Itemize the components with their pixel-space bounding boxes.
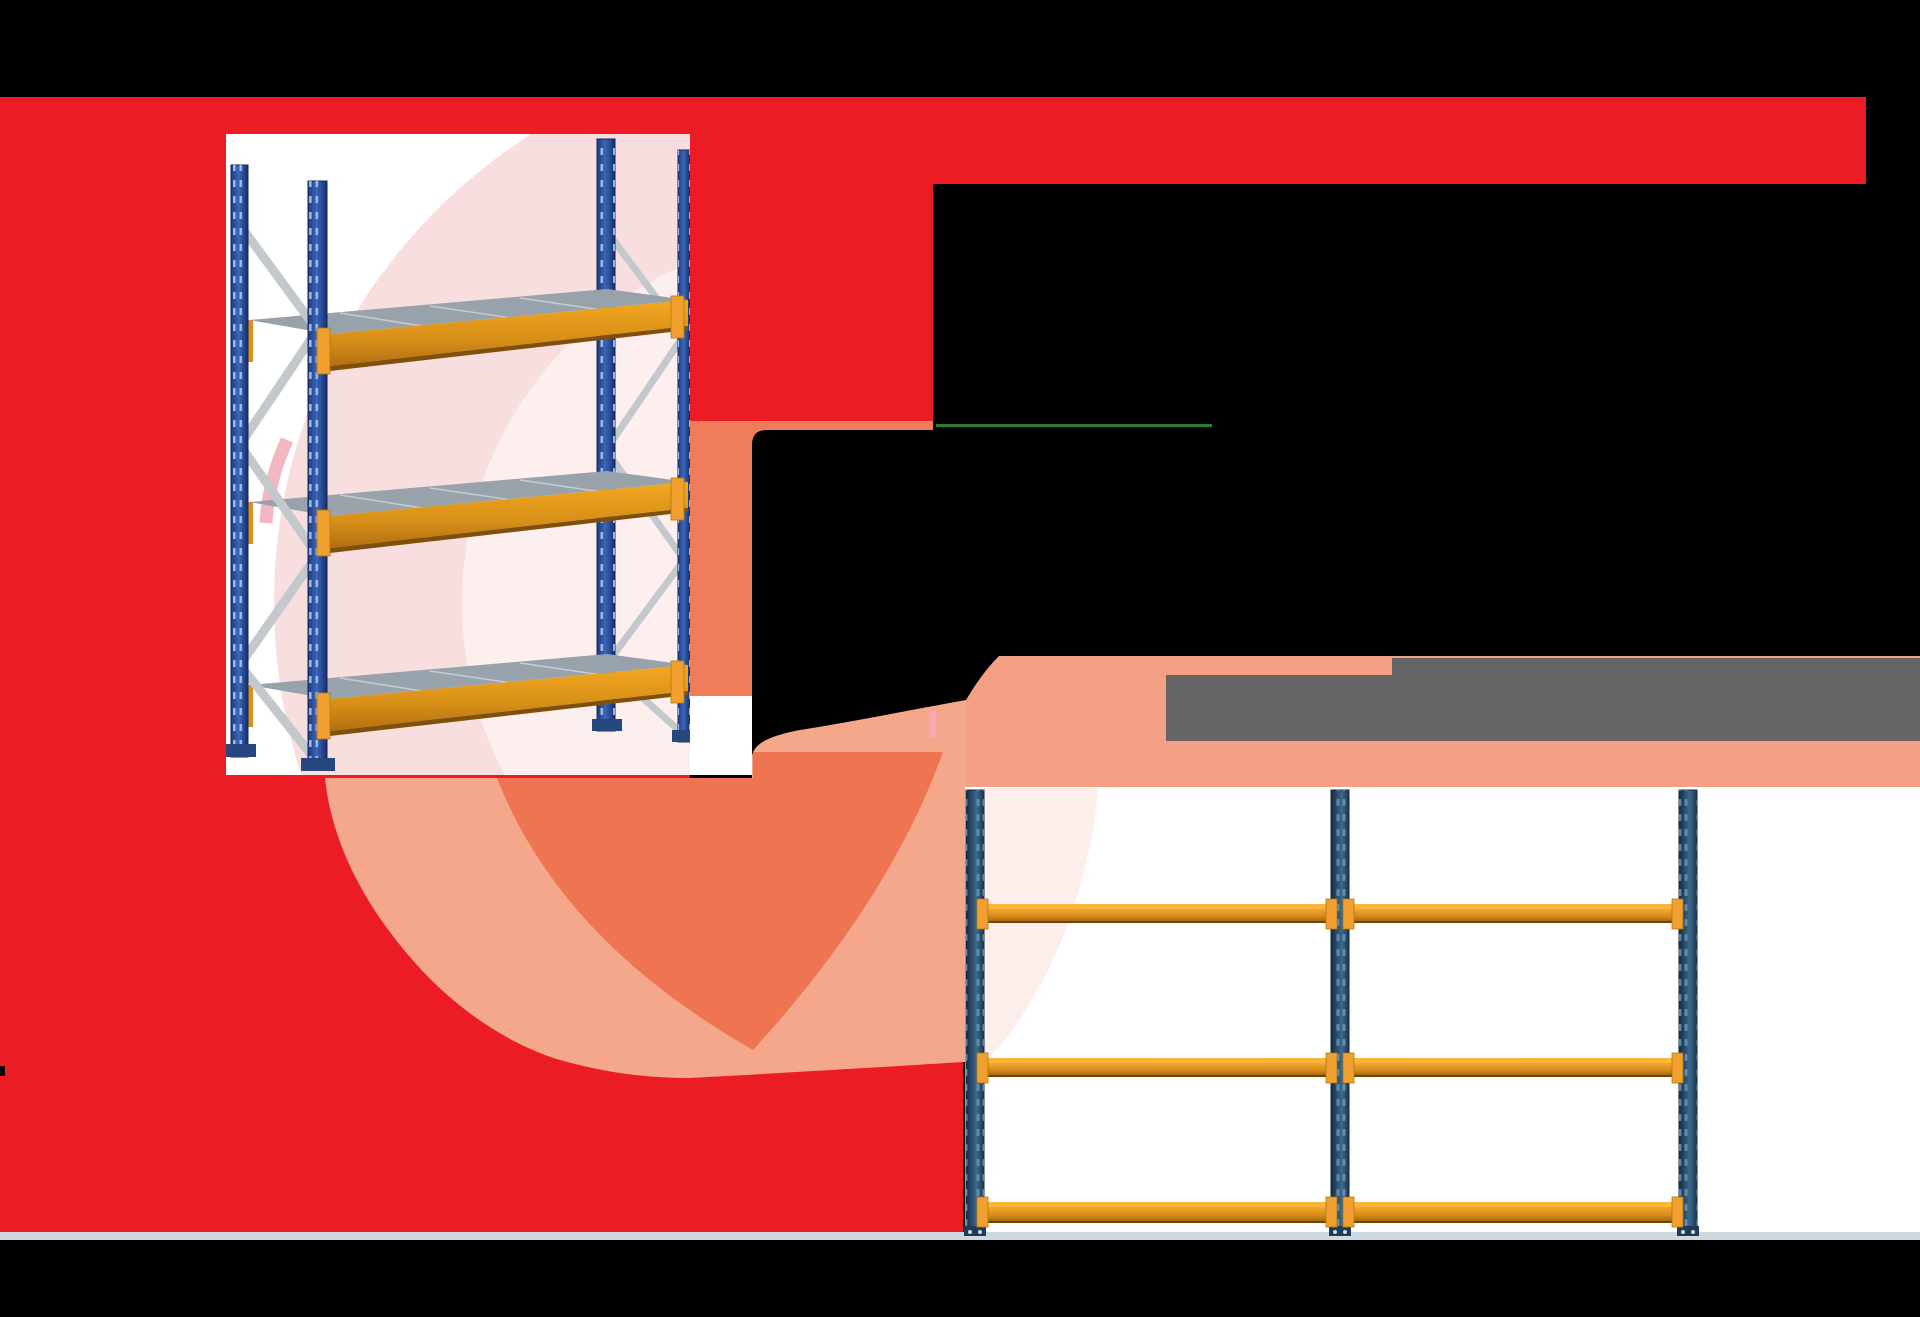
- green-divider-line: [936, 424, 1212, 428]
- beam-connector-plates-3d: [316, 327, 331, 740]
- floor-line: [0, 1232, 1920, 1240]
- beam-level-2: [976, 1052, 1684, 1084]
- pallet-rack-3d: [226, 138, 690, 771]
- rose-arc: [259, 437, 293, 524]
- swoosh-coral: [497, 752, 943, 1050]
- brace-left-frame: [234, 222, 323, 765]
- pallet-rack-front: [964, 789, 1699, 1236]
- post-feet: [964, 1226, 1699, 1236]
- shelf-level-3: [242, 654, 688, 736]
- beam-level-3: [976, 1196, 1684, 1228]
- swoosh-strip: [692, 421, 933, 430]
- foot-plate: [226, 744, 256, 757]
- beam-level-1: [976, 898, 1684, 930]
- rack-front-panel-bg: [965, 787, 1920, 1232]
- rack-3d-panel: [226, 134, 690, 775]
- swoosh-column: [690, 421, 752, 696]
- edge-nick: [0, 1066, 5, 1076]
- rack-front-panel: [965, 787, 1920, 1232]
- white-gap: [690, 696, 752, 775]
- foot-plate: [672, 730, 690, 742]
- gray-block: [1166, 658, 1920, 741]
- foot-plate: [592, 719, 622, 731]
- foot-plate: [301, 758, 335, 771]
- swoosh-shapes: [325, 421, 1920, 1078]
- shelf-level-1: [242, 289, 688, 371]
- rose-fragment: [929, 711, 936, 738]
